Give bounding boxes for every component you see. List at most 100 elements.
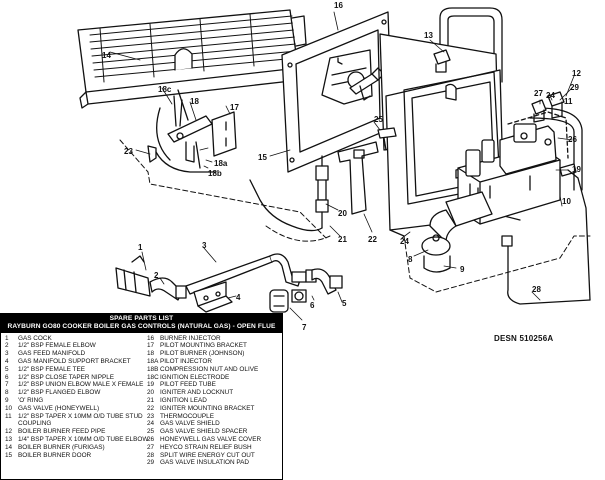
split-wire-cut-out — [501, 163, 591, 305]
parts-list-row: 16 BURNER INJECTOR — [147, 335, 282, 343]
parts-list-row: 15 BOILER BURNER DOOR — [5, 452, 143, 460]
callout-25: 25 — [374, 115, 383, 124]
part-number: 1 — [5, 334, 9, 342]
gas-feed-manifold — [185, 253, 317, 295]
part-description: 1/2" BSP TAPER X 10MM O/D TUBE STUD — [18, 412, 143, 420]
callout-13: 13 — [424, 31, 433, 40]
part-number: 23 — [147, 412, 155, 420]
part-number: 26 — [147, 435, 155, 443]
callout-9: 9 — [460, 265, 465, 274]
part-description: IGNITION LEAD — [160, 396, 207, 404]
part-description: 1/2" BSP FEMALE TEE — [18, 365, 86, 373]
part-number: 16 — [147, 334, 155, 342]
part-number: 25 — [147, 428, 155, 436]
boiler-burner — [77, 9, 307, 109]
part-description: GAS VALVE SHIELD — [160, 420, 220, 428]
gas-cock — [115, 255, 151, 297]
callout-20: 20 — [338, 209, 347, 218]
part-description: HONEYWELL GAS VALVE COVER — [160, 435, 262, 443]
parts-list-row: 6 1/2" BSP CLOSE TAPER NIPPLE — [5, 374, 143, 382]
part-number: 14 — [5, 443, 13, 451]
part-number: 18B — [147, 365, 159, 373]
gas-valve-shield-spacer — [377, 127, 397, 151]
callout-8: 8 — [408, 255, 413, 264]
parts-list-row: 26 HONEYWELL GAS VALVE COVER — [147, 436, 282, 444]
parts-list-row: 5 1/2" BSP FEMALE TEE — [5, 366, 143, 374]
callout-3: 3 — [202, 241, 207, 250]
part-description: 'O' RING — [18, 396, 44, 404]
parts-list-header: SPARE PARTS LIST RAYBURN GO80 COOKER BOI… — [1, 314, 282, 333]
callout-18c: 18c — [158, 85, 172, 94]
part-description: 1/2" BSP FLANGED ELBOW — [18, 389, 101, 397]
callout-18a: 18a — [214, 159, 228, 168]
part-description: GAS VALVE SHIELD SPACER — [160, 428, 248, 436]
callout-10: 10 — [562, 197, 571, 206]
part-description: IGNITER MOUNTING BRACKET — [160, 404, 255, 412]
callout-26: 26 — [568, 135, 577, 144]
part-number: 24 — [147, 420, 155, 428]
part-description: GAS MANIFOLD SUPPORT BRACKET — [18, 357, 131, 365]
part-number: 29 — [147, 459, 155, 467]
callout-1: 1 — [138, 243, 143, 252]
female-elbow — [149, 277, 187, 301]
callout-17: 17 — [230, 103, 239, 112]
part-number: 4 — [5, 357, 9, 365]
callout-29: 29 — [570, 83, 579, 92]
parts-list-row: 4 GAS MANIFOLD SUPPORT BRACKET — [5, 358, 143, 366]
callout-23: 23 — [124, 147, 133, 156]
part-description: PILOT INJECTOR — [160, 357, 212, 365]
part-number: 15 — [5, 451, 13, 459]
part-description: PILOT MOUNTING BRACKET — [160, 342, 247, 350]
assembly-boundary — [119, 139, 591, 293]
part-description: IGNITER AND LOCKNUT — [160, 389, 234, 397]
parts-list-row: 9'O' RING — [5, 397, 143, 405]
part-number: 2 — [5, 342, 9, 350]
callout-16: 16 — [334, 1, 343, 10]
strain-relief-bush — [531, 99, 547, 123]
callout-5: 5 — [342, 299, 347, 308]
part-description: GAS VALVE INSULATION PAD — [160, 459, 250, 467]
part-description: BOILER BURNER DOOR — [18, 451, 92, 459]
parts-list-row: 23 THERMOCOUPLE — [147, 413, 282, 421]
part-number: 5 — [5, 365, 9, 373]
part-description: 1/2" BSP CLOSE TAPER NIPPLE — [18, 373, 115, 381]
callout-15: 15 — [258, 153, 267, 162]
callout-24: 24 — [546, 91, 555, 100]
parts-list-row: 25 GAS VALVE SHIELD SPACER — [147, 428, 282, 436]
part-number — [5, 420, 18, 428]
part-description: THERMOCOUPLE — [160, 412, 214, 420]
design-reference: DESN 510256A — [494, 334, 554, 343]
callout-28: 28 — [532, 285, 541, 294]
tube-elbow — [433, 49, 451, 73]
part-number: 3 — [5, 350, 9, 358]
callout-14: 14 — [102, 51, 111, 60]
part-description: GAS VALVE (HONEYWELL) — [18, 404, 100, 412]
part-number: 18 — [147, 350, 155, 358]
part-description: BURNER INJECTOR — [160, 334, 221, 342]
part-number: 13 — [5, 435, 13, 443]
part-number: 19 — [147, 381, 155, 389]
part-description: BOILER BURNER (FURIGAS) — [18, 443, 105, 451]
close-taper-nipple — [291, 289, 307, 303]
part-description: IGNITION ELECTRODE — [160, 373, 230, 381]
manifold-support-bracket — [193, 281, 233, 313]
callout-18b: 18b — [208, 169, 222, 178]
callout-12: 12 — [572, 69, 581, 78]
part-number: 6 — [5, 373, 9, 381]
part-description: HEYCO STRAIN RELIEF BUSH — [160, 443, 252, 451]
